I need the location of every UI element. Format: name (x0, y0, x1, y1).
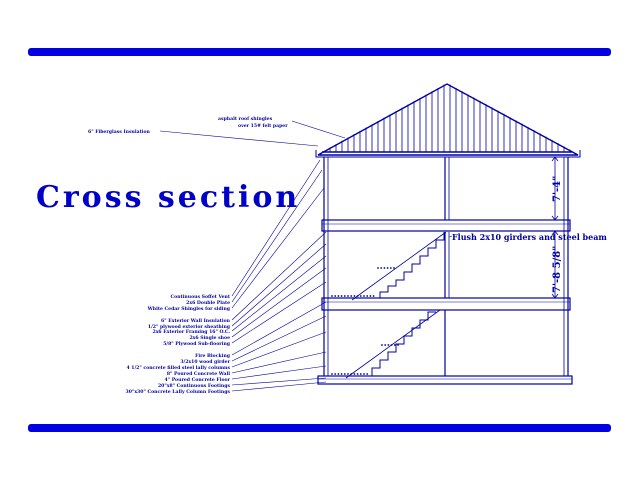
bottom-accent-bar (28, 424, 611, 432)
wall-label: 8" Poured Concrete Wall (167, 371, 230, 377)
hatch-dot (340, 373, 343, 375)
wall-label: 30"x30" Concrete Lally Column Footings (126, 389, 231, 395)
wall-label: 1/2" plywood exterior sheathing (148, 324, 231, 330)
label-roof-shingles: asphalt roof shingles (218, 116, 273, 122)
wall-label: Continuous Soffet Vent (170, 294, 230, 300)
hatch-dot (383, 267, 386, 269)
wall-label: 4 1/2" concrete filled steel lally colum… (126, 365, 230, 371)
hatch-dot (340, 295, 343, 297)
hatch-dot (390, 344, 393, 346)
label-beam-note: Flush 2x10 girders and steel beam (452, 232, 607, 242)
hatch-dot (397, 344, 399, 346)
hatch-dot (331, 295, 333, 297)
upper-stair (352, 232, 445, 299)
hatch-dot (343, 373, 346, 375)
hatch-dot (369, 295, 372, 297)
hatch-dot (389, 267, 392, 269)
hatch-dot (347, 373, 349, 375)
hatch-dot (359, 373, 362, 375)
hatch-dot (384, 344, 387, 346)
wall-leaders (231, 159, 327, 392)
hatch-dot (350, 373, 353, 375)
hatch-dot (334, 373, 337, 375)
hatch-dot (387, 344, 390, 346)
label-felt-paper: over 15# felt paper (238, 123, 288, 129)
wall-label: 2x6 Single shoe (189, 335, 230, 341)
hatch-dot (393, 344, 396, 346)
hatch-dot (363, 295, 365, 297)
hatch-dot (363, 373, 365, 375)
roof-fascia (315, 150, 581, 158)
hatch-dot (386, 267, 389, 269)
hatch-dot (377, 267, 379, 269)
wall-label: 6" Exterior Wall Insulation (161, 318, 231, 324)
roof-outline (317, 83, 579, 156)
foundation-slab (317, 375, 573, 385)
hatch-dot (337, 373, 340, 375)
hatch-dot (393, 267, 395, 269)
hatch-dot (366, 295, 369, 297)
hatch-dot (353, 295, 356, 297)
slide-title: Cross section (36, 180, 301, 215)
wall-label: 2x6 Exterior Framing 16" O.C. (153, 329, 231, 335)
first-floor-platform (321, 297, 571, 311)
wall-label: 4" Poured Concrete Floor (165, 377, 231, 383)
stair-hatching (331, 267, 399, 375)
hatch-dot (343, 295, 346, 297)
leader-beam (448, 235, 453, 238)
hatch-dot (353, 373, 356, 375)
wall-label: White Cedar Shingles for siding (147, 306, 231, 312)
wall-label: 5/8" Plywood Sub-flooring (163, 341, 231, 347)
roof-webbing (329, 84, 571, 152)
hatch-dot (359, 295, 362, 297)
hatch-dot (380, 267, 383, 269)
second-floor-platform (321, 219, 571, 232)
leader-roof-shingles (291, 120, 346, 139)
wall-label: 20"x8" Continuous Footings (158, 383, 230, 389)
hatch-dot (331, 373, 333, 375)
hatch-dot (347, 295, 349, 297)
label-insulation: 6" Fiberglass Insulation (88, 129, 151, 135)
hatch-dot (334, 295, 337, 297)
hatch-dot (356, 373, 359, 375)
hatch-dot (350, 295, 353, 297)
hatch-dot (372, 295, 375, 297)
hatch-dot (381, 344, 383, 346)
lower-stair (346, 311, 436, 377)
dimension-upper: 7'-4" (552, 176, 563, 202)
hatch-dot (337, 295, 340, 297)
wall-label: 3/2x10 wood girder (180, 359, 230, 365)
top-accent-bar (28, 48, 611, 56)
hatch-dot (366, 373, 369, 375)
wall-label: Fire Blocking (195, 353, 231, 359)
dimension-lower: 7'-8 5/8" (552, 246, 563, 293)
wall-label: 2x6 Double Plate (186, 300, 230, 306)
leader-insulation (159, 130, 319, 147)
hatch-dot (356, 295, 359, 297)
